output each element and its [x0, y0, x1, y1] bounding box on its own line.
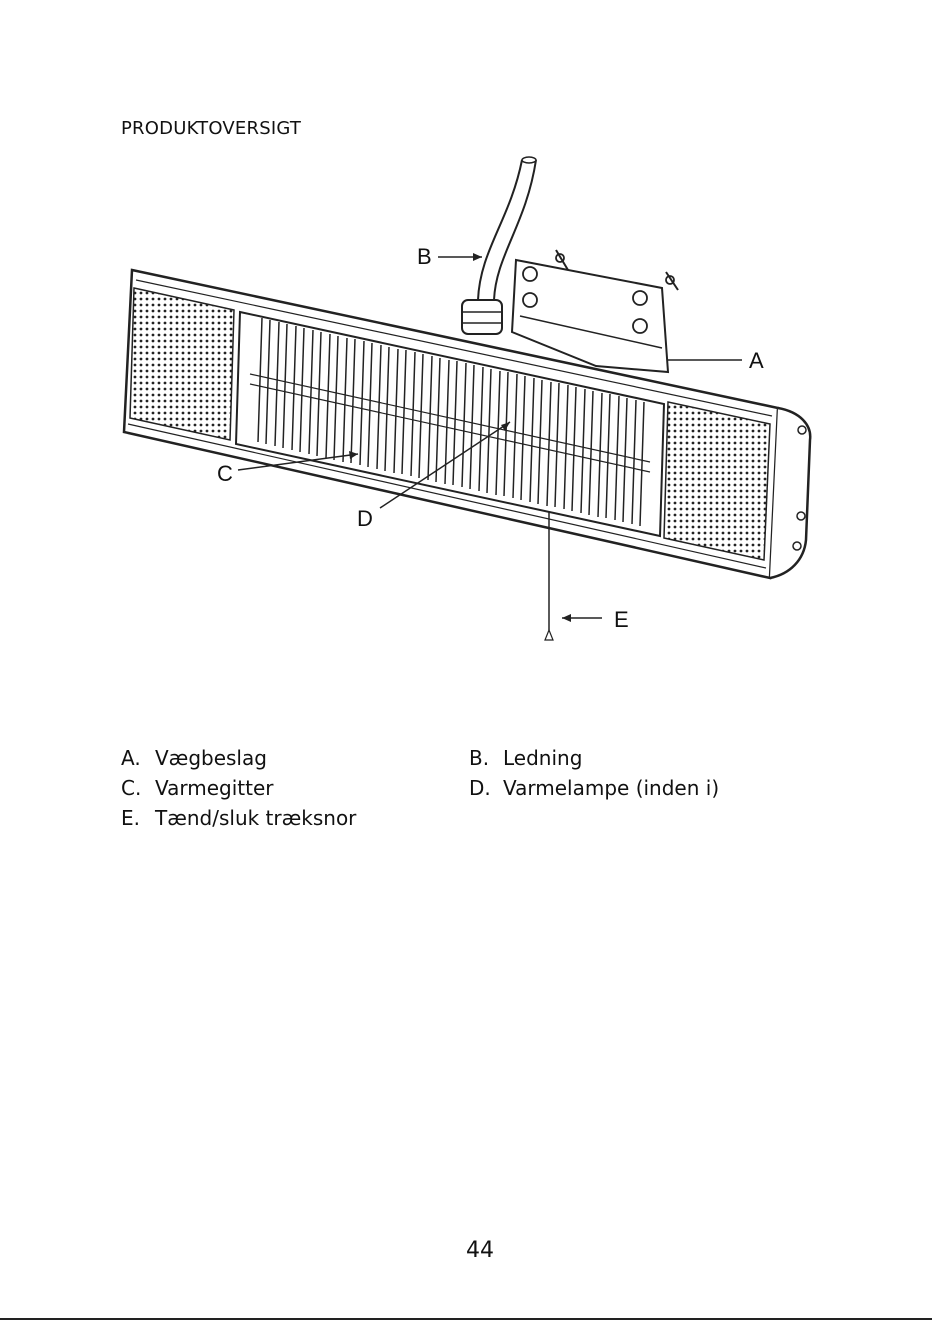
page-number: 44	[0, 1238, 932, 1263]
wall-bracket	[512, 250, 678, 372]
part-key: C.	[121, 776, 155, 800]
list-item: C.Varmegitter	[121, 776, 274, 800]
part-label: Varmelampe (inden i)	[503, 776, 719, 800]
callout-label-e: E	[614, 607, 629, 632]
pull-cord	[545, 512, 553, 640]
list-item: E.Tænd/sluk træksnor	[121, 806, 356, 830]
callout-label-d: D	[357, 506, 373, 531]
part-key: B.	[469, 746, 503, 770]
part-key: A.	[121, 746, 155, 770]
part-label: Tænd/sluk træksnor	[155, 806, 356, 830]
callout-label-b: B	[417, 244, 432, 269]
list-item: B.Ledning	[469, 746, 582, 770]
part-key: E.	[121, 806, 155, 830]
part-label: Ledning	[503, 746, 582, 770]
heater-diagram: B A C D E	[0, 140, 932, 660]
part-key: D.	[469, 776, 503, 800]
list-item: A.Vægbeslag	[121, 746, 267, 770]
list-item: D.Varmelampe (inden i)	[469, 776, 719, 800]
page-title: PRODUKTOVERSIGT	[121, 118, 301, 139]
part-label: Varmegitter	[155, 776, 274, 800]
callout-label-c: C	[217, 461, 233, 486]
callout-label-a: A	[749, 348, 764, 373]
part-label: Vægbeslag	[155, 746, 267, 770]
bottom-divider	[0, 1318, 932, 1320]
